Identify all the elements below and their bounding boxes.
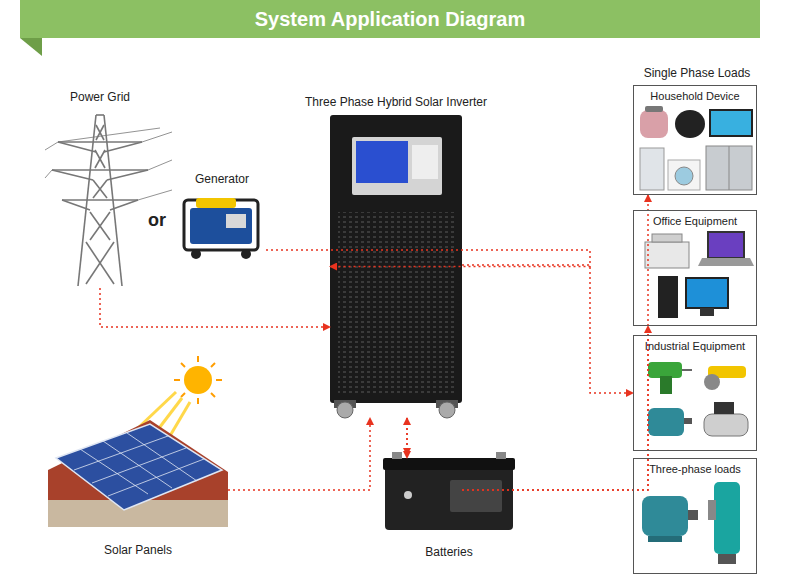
inverter-cabinet xyxy=(330,115,462,418)
node-label: Power Grid xyxy=(70,90,130,104)
node-label: Generator xyxy=(195,172,249,186)
connector xyxy=(266,250,590,267)
load-box: Office Equipment xyxy=(633,210,757,326)
node-label: Three Phase Hybrid Solar Inverter xyxy=(305,95,487,109)
node-label: Office Equipment xyxy=(634,211,756,227)
office-icons xyxy=(645,232,754,318)
load-box: Industrial Equipment xyxy=(633,335,757,451)
connector xyxy=(462,195,648,490)
node-label: Batteries xyxy=(425,545,472,559)
connector xyxy=(406,418,408,458)
load-box: Household Device xyxy=(633,85,757,195)
group-heading: Single Phase Loads xyxy=(644,66,751,80)
connector xyxy=(462,265,633,393)
connector xyxy=(462,326,648,490)
connector xyxy=(228,418,370,490)
generator: Generator xyxy=(178,192,266,260)
household-icons xyxy=(640,106,752,190)
power-grid: Power Grid xyxy=(45,110,155,288)
generator-picture xyxy=(184,198,258,259)
inverter: Three Phase Hybrid Solar Inverter xyxy=(330,115,462,418)
or-label: or xyxy=(148,210,166,231)
connector xyxy=(100,288,330,327)
power-tower xyxy=(45,115,172,286)
batteries: Batteries xyxy=(382,455,516,533)
node-label: Solar Panels xyxy=(104,543,172,557)
connector xyxy=(406,418,408,455)
load-box: Three-phase loads xyxy=(633,458,757,574)
node-label: Industrial Equipment xyxy=(634,336,756,352)
industrial-icons xyxy=(648,362,748,436)
solar-panels: Solar Panels xyxy=(48,412,228,527)
solar-roof xyxy=(48,420,228,527)
title: System Application Diagram xyxy=(20,0,760,38)
node-label: Household Device xyxy=(634,86,756,102)
node-label: Three-phase loads xyxy=(634,459,756,475)
battery-picture xyxy=(383,452,515,530)
three-phase-icons xyxy=(642,482,740,564)
title-banner xyxy=(20,0,760,56)
